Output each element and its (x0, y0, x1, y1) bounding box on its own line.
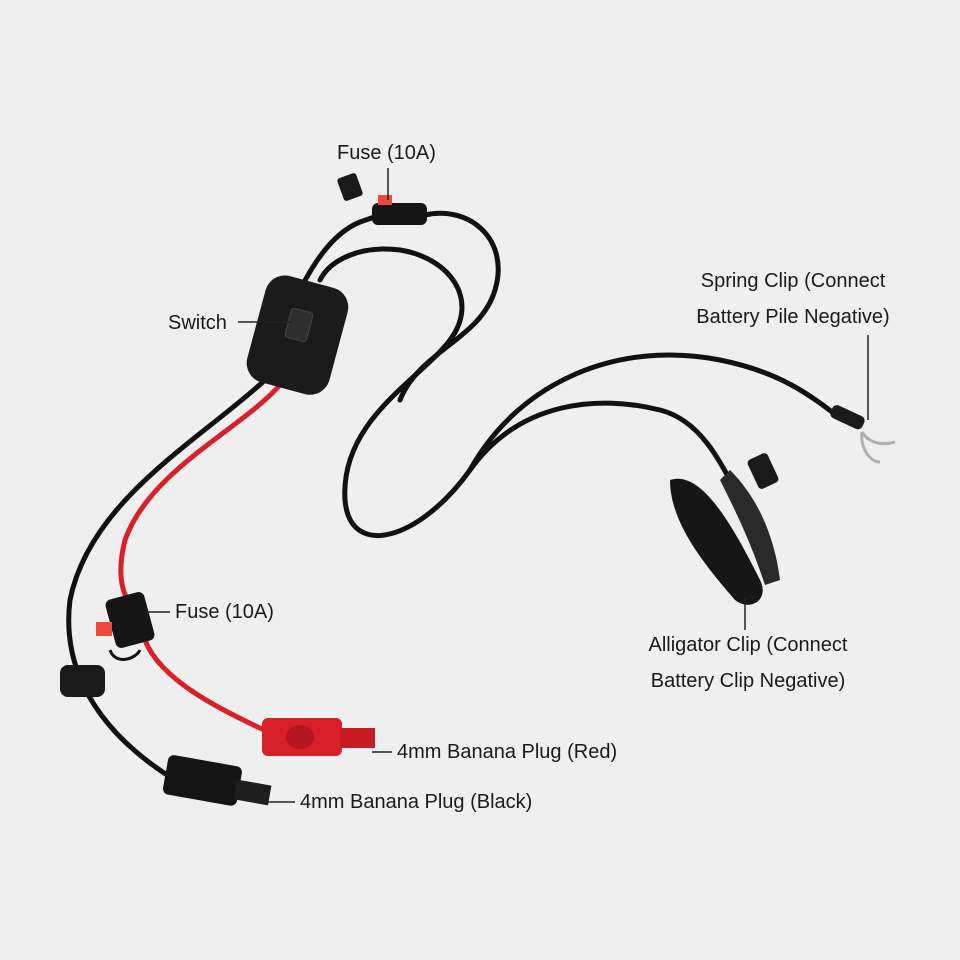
black-cable-main (66, 377, 268, 783)
black-cable-switch-loop (317, 246, 743, 539)
label-spring-clip: Spring Clip (Connect Battery Pile Negati… (680, 269, 906, 329)
label-alligator-clip-line2: Battery Clip Negative) (650, 670, 846, 692)
red-fuse-holder (60, 592, 155, 697)
label-spring-clip-line1: Spring Clip (Connect (700, 270, 886, 292)
label-alligator-clip-line1: Alligator Clip (Connect (648, 634, 848, 656)
black-banana-plug (163, 755, 272, 806)
red-cable-to-plug (142, 637, 278, 738)
black-cable-fuse-loop (397, 210, 501, 403)
red-cable-main (118, 382, 283, 613)
label-alligator-clip: Alligator Clip (Connect Battery Clip Neg… (630, 633, 866, 693)
label-spring-clip-line2: Battery Pile Negative) (696, 306, 890, 328)
switch-body (246, 275, 349, 395)
label-fuse-top: Fuse (10A) (337, 142, 436, 164)
alligator-clip (670, 453, 780, 605)
spring-clip (830, 405, 896, 464)
label-fuse-red: Fuse (10A) (175, 601, 274, 623)
label-switch: Switch (168, 312, 227, 334)
label-banana-black: 4mm Banana Plug (Black) (300, 791, 533, 813)
red-banana-plug (262, 718, 375, 756)
top-fuse-holder (337, 173, 427, 225)
black-cable-spring (467, 352, 843, 473)
label-banana-red: 4mm Banana Plug (Red) (397, 741, 618, 763)
leader-lines (145, 168, 869, 803)
black-cable-switch-to-fuse (297, 212, 383, 293)
